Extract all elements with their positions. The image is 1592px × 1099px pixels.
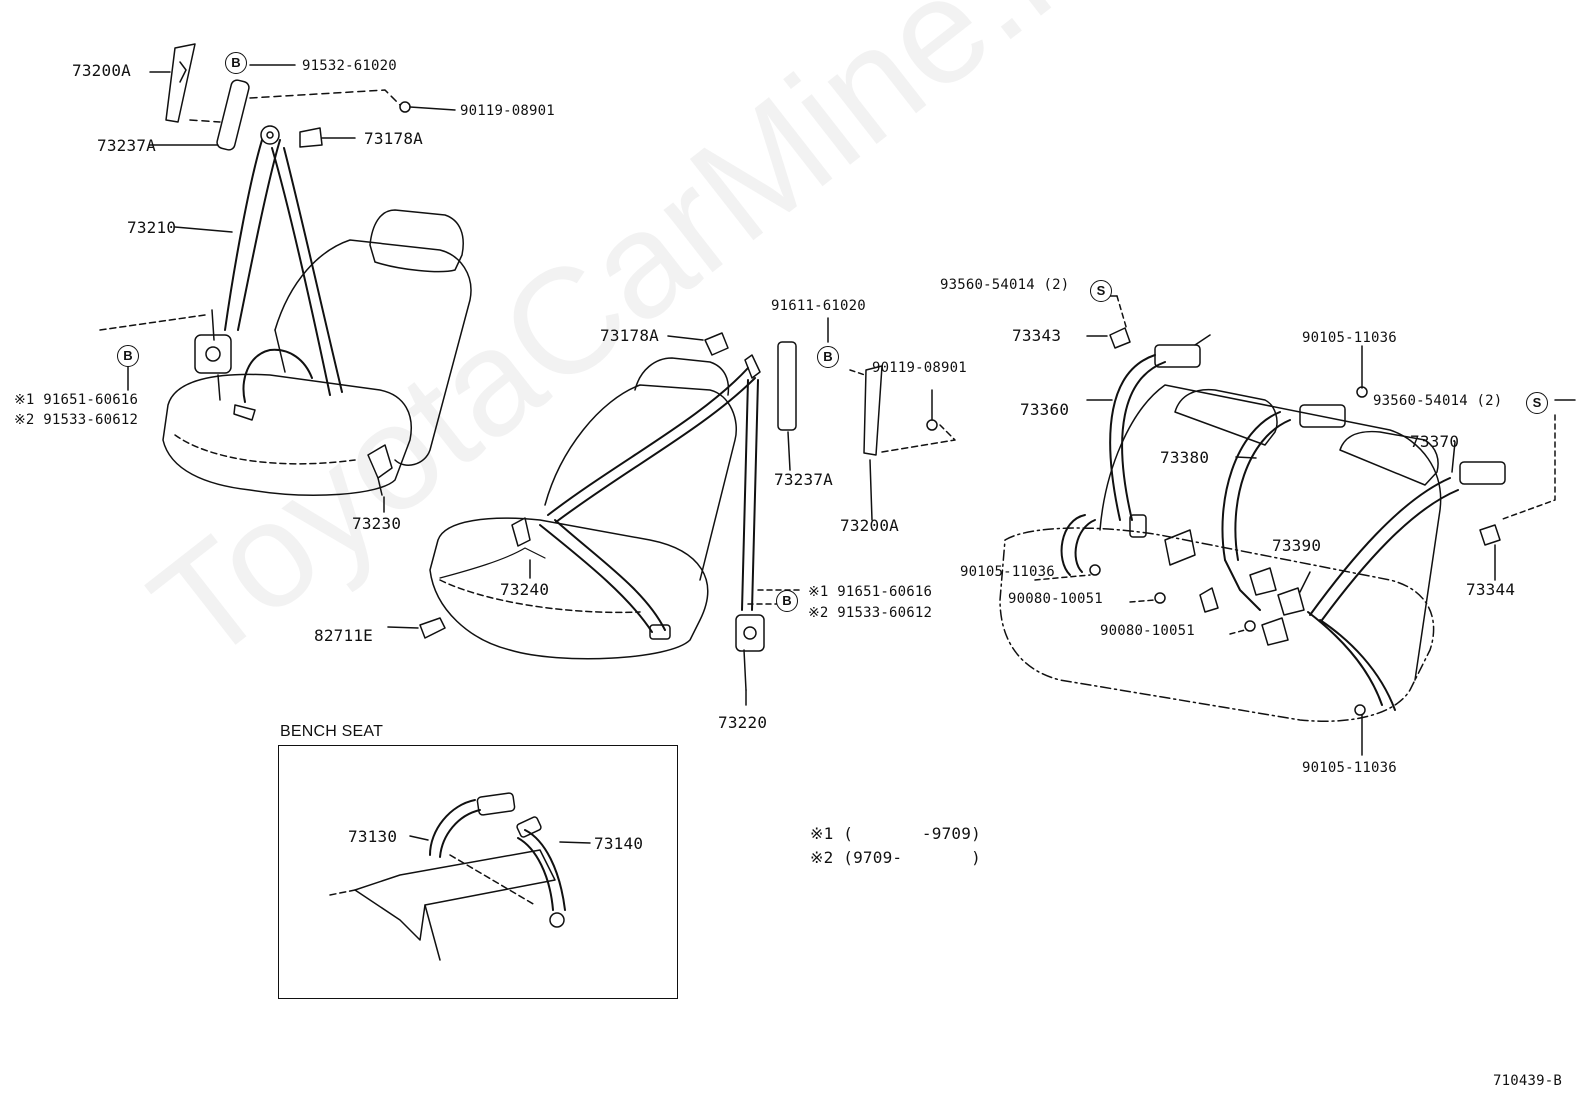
part-label: 73343 [1012,326,1062,345]
part-label: 73360 [1020,400,1070,419]
footnote-1: ※1 ( -9709) [810,824,981,843]
bench-inset-drawing [329,792,591,961]
part-label: 73237A [774,470,833,489]
part-label: ※2 91533-60612 [808,605,933,621]
part-label: 90105-11036 [960,564,1055,580]
part-label: 91611-61020 [771,298,866,314]
part-label: 73370 [1410,432,1460,451]
part-label: ※1 91651-60616 [808,584,933,600]
part-label: ※1 91651-60616 [14,392,139,408]
part-label: 93560-54014 (2) [1373,393,1503,409]
rear-seat [999,295,1576,756]
part-label: 73130 [348,827,398,846]
part-label: 73390 [1272,536,1322,555]
part-label: 73380 [1160,448,1210,467]
part-label: 73220 [718,713,768,732]
part-label: 73200A [72,61,131,80]
part-label: 90119-08901 [460,103,555,119]
part-label: 73230 [352,514,402,533]
part-label: 90105-11036 [1302,330,1397,346]
part-label: 90105-11036 [1302,760,1397,776]
part-label: 73178A [364,129,423,148]
upper-anchor-brackets [149,43,456,151]
part-label: 73344 [1466,580,1516,599]
circle-marker-b: B [117,345,139,367]
part-label: ※2 91533-60612 [14,412,139,428]
part-label: 93560-54014 (2) [940,277,1070,293]
part-label: 90119-08901 [872,360,967,376]
circle-marker-b: B [776,590,798,612]
circle-marker-s: S [1526,392,1548,414]
part-label: 90080-10051 [1008,591,1103,607]
bench-seat-inset [278,745,678,999]
bench-seat-title: BENCH SEAT [280,723,384,740]
part-label: 73200A [840,516,899,535]
part-label: 91532-61020 [302,58,397,74]
part-label: 90080-10051 [1100,623,1195,639]
circle-marker-b: B [225,52,247,74]
part-label: 73140 [594,834,644,853]
part-label: 82711E [314,626,373,645]
footnote-2: ※2 (9709- ) [810,848,981,867]
diagram-code: 710439-B [1493,1073,1563,1089]
front-left-seat [99,125,472,513]
part-label: 73237A [97,136,156,155]
part-label: 73178A [600,326,659,345]
circle-marker-s: S [1090,280,1112,302]
circle-marker-b: B [817,346,839,368]
front-right-seat [387,317,956,706]
part-label: 73240 [500,580,550,599]
part-label: 73210 [127,218,177,237]
